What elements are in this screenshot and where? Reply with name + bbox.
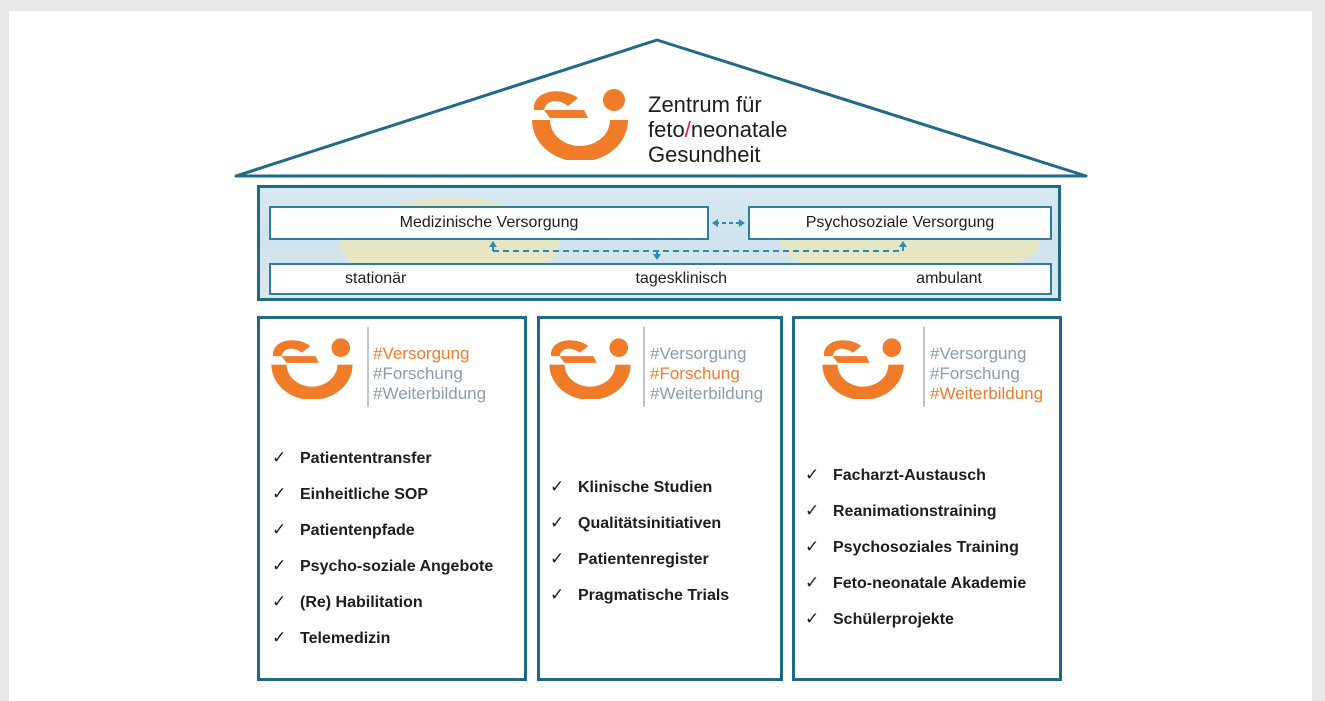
logo-icon [822, 338, 904, 399]
check-icon: ✓ [550, 513, 565, 533]
check-icon: ✓ [272, 556, 287, 576]
item-label: Telemedizin [300, 630, 391, 647]
tag-weiterbildung: #Weiterbildung [930, 384, 1044, 403]
check-icon: ✓ [805, 537, 820, 557]
list-item: ✓ Psycho-soziale Angebote [272, 548, 493, 584]
column-versorgung: #Versorgung #Forschung #Weiterbildung ✓ P… [257, 316, 527, 681]
tag-forschung: #Forschung [650, 364, 740, 383]
list-item: ✓ Telemedizin [272, 620, 493, 656]
list-item: ✓ Klinische Studien [550, 469, 729, 505]
title-line-2: feto/neonatale [648, 117, 787, 142]
check-icon: ✓ [805, 573, 820, 593]
tag-list: #Versorgung #Forschung #Weiterbildung [930, 344, 1043, 404]
list-item: ✓ Patiententransfer [272, 440, 493, 476]
check-icon: ✓ [272, 484, 287, 504]
check-icon: ✓ [272, 592, 287, 612]
tag-forschung: #Forschung [930, 364, 1020, 383]
title-feto: feto [648, 117, 685, 142]
list-item: ✓ Feto-neonatale Akademie [805, 565, 1026, 601]
center-title: Zentrum für feto/neonatale Gesundheit [648, 92, 787, 167]
title-line-3: Gesundheit [648, 142, 761, 167]
medical-care-label: Medizinische Versorgung [399, 214, 579, 231]
check-icon: ✓ [272, 628, 287, 648]
tag-versorgung: #Versorgung [373, 344, 470, 363]
item-list: ✓ Facharzt-Austausch ✓ Reanimationstrainin… [805, 457, 1026, 637]
item-label: (Re) Habilitation [300, 594, 423, 611]
arrow-icon [489, 219, 907, 260]
title-neonatale: neonatale [690, 117, 788, 142]
item-label: Patientenregister [578, 551, 709, 568]
item-label: Feto-neonatale Akademie [833, 575, 1027, 592]
item-label: Einheitliche SOP [300, 486, 429, 503]
item-label: Patientenpfade [300, 522, 415, 539]
list-item: ✓ Pragmatische Trials [550, 577, 729, 613]
column-weiterbildung: #Versorgung #Forschung #Weiterbildung ✓ F… [792, 316, 1062, 681]
item-label: Facharzt-Austausch [833, 467, 986, 484]
logo-icon [549, 338, 631, 399]
check-icon: ✓ [272, 520, 287, 540]
logo-icon [271, 338, 353, 399]
tag-versorgung: #Versorgung [650, 344, 747, 363]
item-list: ✓ Patiententransfer ✓ Einheitliche SOP ✓ Pa… [272, 440, 493, 656]
list-item: ✓ Facharzt-Austausch [805, 457, 1026, 493]
item-label: Reanimationstraining [833, 503, 997, 520]
setting-ambulant: ambulant [916, 270, 982, 287]
setting-stationaer: stationär [345, 270, 407, 287]
tag-versorgung: #Versorgung [930, 344, 1027, 363]
tag-list: #Versorgung #Forschung #Weiterbildung [650, 344, 763, 404]
check-icon: ✓ [805, 465, 820, 485]
tag-weiterbildung: #Weiterbildung [373, 384, 487, 403]
column-forschung: #Versorgung #Forschung #Weiterbildung ✓ K… [537, 316, 783, 681]
separator [367, 327, 369, 407]
check-icon: ✓ [550, 477, 565, 497]
list-item: ✓ Reanimationstraining [805, 493, 1026, 529]
medical-care-box: Medizinische Versorgung [269, 206, 709, 240]
separator [643, 327, 645, 407]
list-item: ✓ Patientenpfade [272, 512, 493, 548]
item-list: ✓ Klinische Studien ✓ Qualitätsinitiativen… [550, 469, 729, 613]
check-icon: ✓ [550, 585, 565, 605]
list-item: ✓ Psychosoziales Training [805, 529, 1026, 565]
item-label: Patiententransfer [300, 450, 432, 467]
check-icon: ✓ [272, 448, 287, 468]
check-icon: ✓ [805, 609, 820, 629]
care-band: Medizinische Versorgung Psychosoziale Ve… [257, 185, 1061, 301]
list-item: ✓ Schülerprojekte [805, 601, 1026, 637]
care-settings-box: stationär tagesklinisch ambulant [269, 263, 1052, 295]
tag-forschung: #Forschung [373, 364, 463, 383]
item-label: Klinische Studien [578, 479, 713, 496]
list-item: ✓ Einheitliche SOP [272, 476, 493, 512]
item-label: Pragmatische Trials [578, 587, 730, 604]
psychosocial-care-box: Psychosoziale Versorgung [748, 206, 1052, 240]
separator [923, 327, 925, 407]
list-item: ✓ Qualitätsinitiativen [550, 505, 729, 541]
setting-tagesklinisch: tagesklinisch [635, 270, 728, 287]
title-slash: / [684, 117, 691, 142]
item-label: Psychosoziales Training [833, 539, 1019, 556]
psychosocial-care-label: Psychosoziale Versorgung [805, 214, 995, 231]
item-label: Psycho-soziale Angebote [300, 558, 494, 575]
tag-list: #Versorgung #Forschung #Weiterbildung [373, 344, 486, 404]
tag-weiterbildung: #Weiterbildung [650, 384, 764, 403]
logo-icon [532, 89, 628, 160]
title-line-1: Zentrum für [648, 92, 762, 117]
list-item: ✓ Patientenregister [550, 541, 729, 577]
check-icon: ✓ [805, 501, 820, 521]
item-label: Qualitätsinitiativen [578, 515, 722, 532]
list-item: ✓ (Re) Habilitation [272, 584, 493, 620]
item-label: Schülerprojekte [833, 611, 954, 628]
check-icon: ✓ [550, 549, 565, 569]
